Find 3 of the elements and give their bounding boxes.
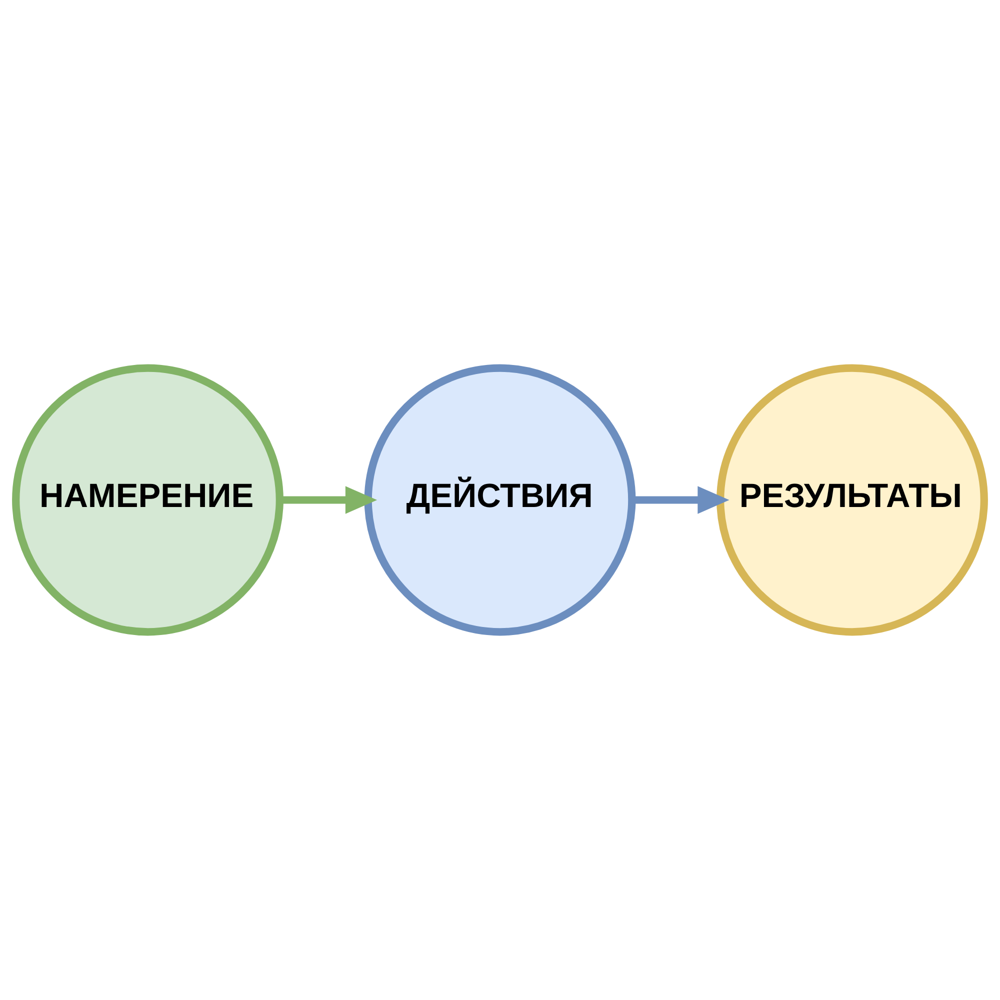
node-circle: НАМЕРЕНИЕ bbox=[12, 364, 284, 636]
node-circle: ДЕЙСТВИЯ bbox=[364, 364, 636, 636]
node-circle: РЕЗУЛЬТАТЫ bbox=[716, 364, 988, 636]
